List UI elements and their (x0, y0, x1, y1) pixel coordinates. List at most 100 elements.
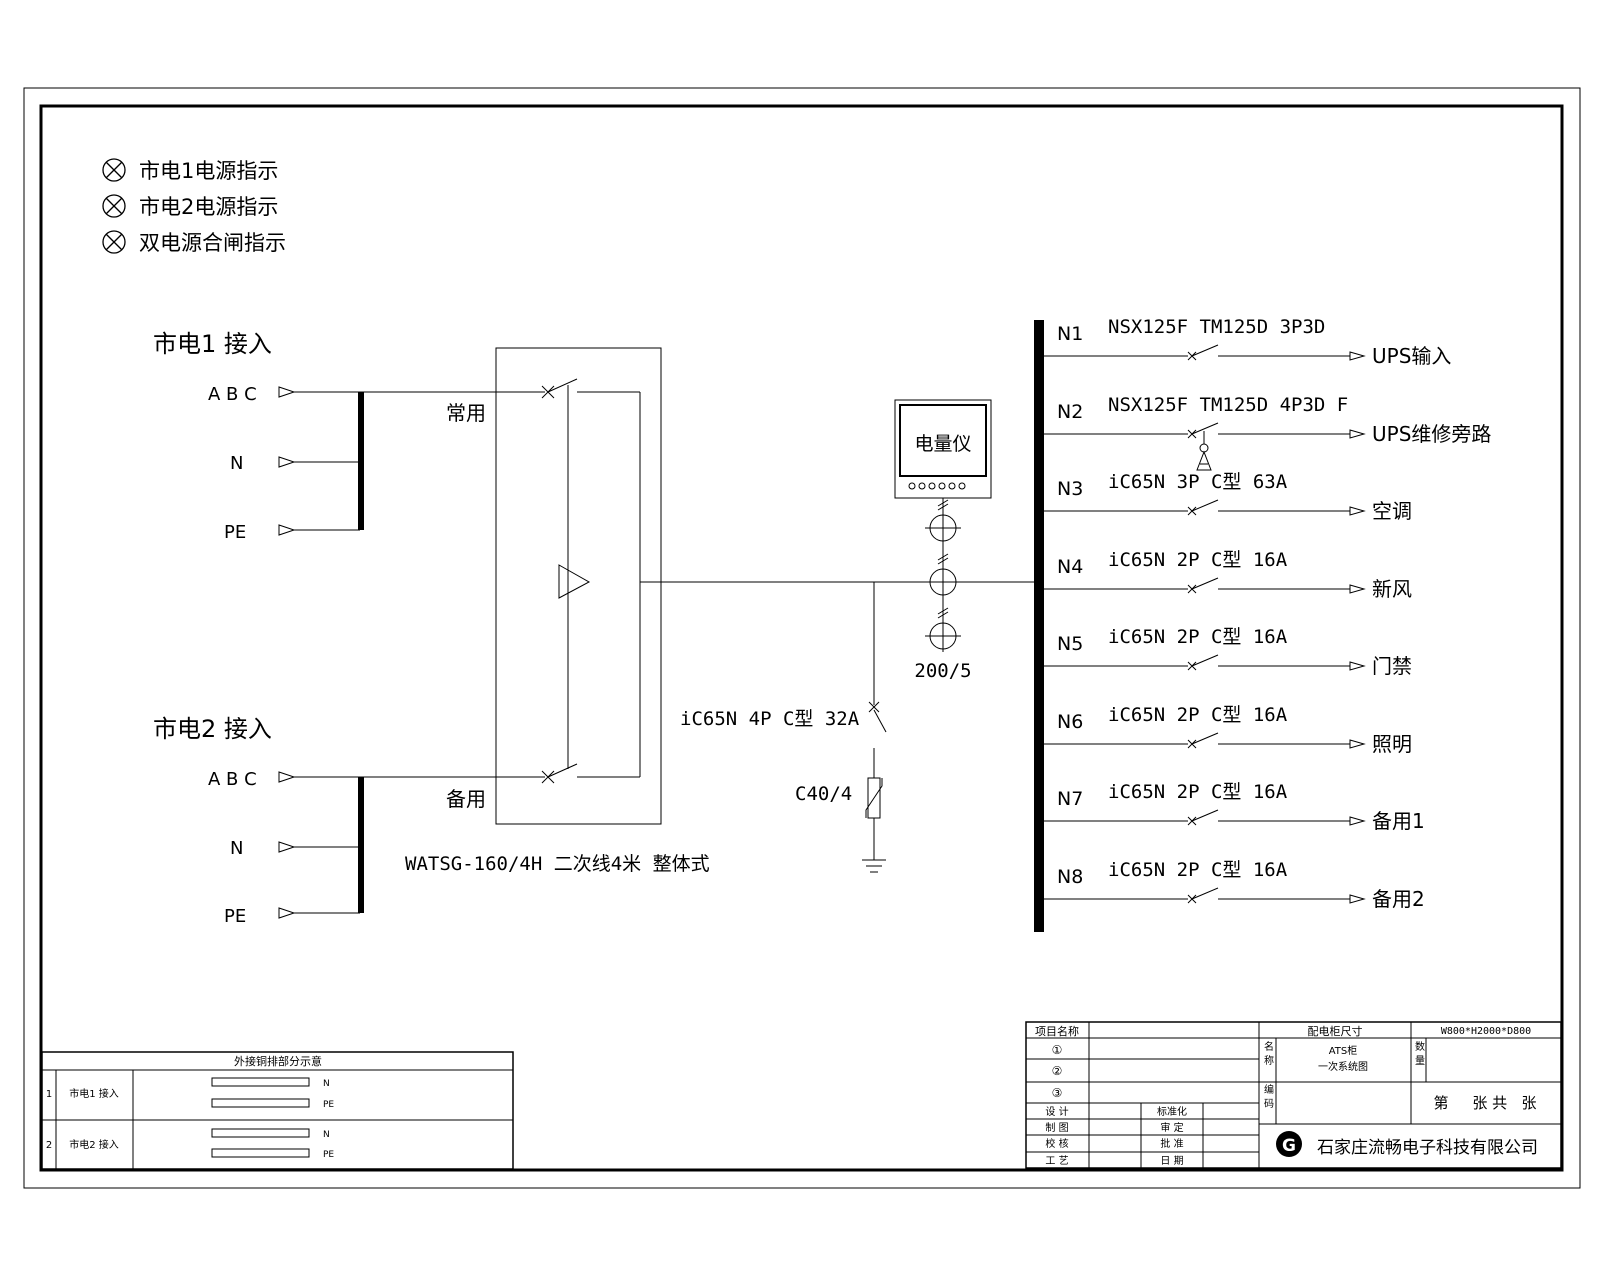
feeder-load-label: 备用1 (1372, 809, 1425, 833)
ats-model: WATSG-160/4H 二次线4米 整体式 (405, 853, 710, 875)
output-arrow-icon (1349, 894, 1366, 904)
output-arrow-icon (1349, 506, 1366, 516)
date-label: 日 期 (1160, 1155, 1183, 1167)
breaker-icon (1187, 732, 1219, 749)
feeder-breaker-label: NSX125F TM125D 3P3D (1108, 316, 1325, 338)
ct-icon (925, 514, 961, 542)
feeder-id: N7 (1057, 788, 1083, 810)
name-value-1: ATS柜 (1329, 1044, 1358, 1057)
process-label: 工 艺 (1045, 1155, 1068, 1167)
wire-hash-icon (937, 499, 949, 619)
output-arrow-icon (1349, 351, 1366, 361)
source-1: 市电1 接入 A B C N PE (153, 330, 545, 543)
ct-icon (925, 622, 961, 650)
dim-value: W800*H2000*D800 (1441, 1026, 1531, 1037)
terminal-arrow-icon (278, 456, 296, 468)
outer-frame (23, 87, 1581, 1189)
breaker-icon (1187, 499, 1219, 516)
spd-breaker-label: iC65N 4P C型 32A (680, 708, 860, 730)
indicator-label-1: 市电1电源指示 (139, 159, 278, 183)
power-meter: 电量仪 200/5 (894, 399, 992, 682)
review-label: 审 定 (1160, 1121, 1183, 1134)
output-arrow-icon (1349, 816, 1366, 826)
feeder-id: N5 (1057, 633, 1083, 655)
meter-buttons-icon (908, 482, 966, 490)
terminal-arrow-icon (278, 524, 296, 536)
breaker-icon (1187, 422, 1219, 439)
terminal-arrow-icon (278, 907, 296, 919)
copper-bar-icon (211, 1098, 310, 1108)
standard-label: 标准化 (1157, 1105, 1187, 1118)
approve-label: 批 准 (1160, 1137, 1183, 1150)
output-arrow-icon (1349, 661, 1366, 671)
feeder-id: N4 (1057, 556, 1083, 578)
ct-ratio: 200/5 (914, 660, 971, 682)
project-name-label: 项目名称 (1035, 1024, 1079, 1038)
feeder-breaker-label: iC65N 2P C型 16A (1108, 704, 1288, 726)
indicator-legend: 市电1电源指示 市电2电源指示 双电源合闸指示 (102, 158, 286, 255)
inner-frame (39, 104, 1564, 1172)
breaker-icon (1187, 344, 1219, 361)
source-2-title: 市电2 接入 (153, 715, 272, 743)
source-2-busbar (358, 777, 364, 913)
terminal-arrow-icon (278, 386, 296, 398)
feeder-breaker-label: iC65N 2P C型 16A (1108, 781, 1288, 803)
copper-bar-label: PE (323, 1100, 334, 1110)
svg-text:G: G (1282, 1136, 1296, 1156)
copper-bar-label: N (323, 1079, 330, 1089)
company-logo-icon: G (1276, 1131, 1302, 1157)
feeder-n7: N7 iC65N 2P C型 16A 备用1 (1044, 781, 1425, 833)
copper-bar-table: 外接铜排部分示意 1 市电1 接入 N PE 2 市电2 接入 N PE (41, 1051, 514, 1170)
source-1-pe: PE (224, 522, 246, 543)
ats-backup-label: 备用 (446, 787, 486, 811)
breaker-icon (1187, 654, 1219, 671)
dim-label: 配电柜尺寸 (1308, 1024, 1363, 1038)
company-name: 石家庄流畅电子科技有限公司 (1317, 1138, 1538, 1158)
terminal-arrow-icon (278, 841, 296, 853)
indicator-lamp-icon (102, 194, 126, 218)
feeder-breaker-label: iC65N 2P C型 16A (1108, 549, 1288, 571)
source-2-n: N (230, 838, 243, 859)
meter-label: 电量仪 (914, 433, 971, 455)
copper-row-no: 1 (46, 1089, 52, 1100)
feeder-breaker-label: NSX125F TM125D 4P3D F (1108, 394, 1348, 416)
ats-enclosure (495, 347, 662, 825)
feeder-breaker-label: iC65N 2P C型 16A (1108, 626, 1288, 648)
meter-display (899, 404, 987, 477)
copper-row-name: 市电1 接入 (69, 1087, 119, 1100)
feeder-id: N3 (1057, 478, 1083, 500)
output-arrow-icon (1349, 429, 1366, 439)
copper-bar-label: PE (323, 1150, 334, 1160)
copper-row-name: 市电2 接入 (69, 1138, 119, 1151)
rev-1: ① (1052, 1043, 1063, 1057)
copper-table-title: 外接铜排部分示意 (234, 1054, 322, 1068)
breaker-icon (1187, 809, 1219, 826)
source-2: 市电2 接入 A B C N PE (153, 715, 545, 927)
ats-switch: 常用 备用 WATSG-160/4H 二次线4米 整体式 (405, 347, 710, 875)
feeder-id: N1 (1057, 323, 1083, 345)
feeder-n3: N3 iC65N 3P C型 63A 空调 (1044, 471, 1412, 523)
ground-icon (862, 859, 886, 873)
sheet-count: 第 张 共 张 (1434, 1094, 1537, 1112)
title-block: 项目名称 配电柜尺寸 W800*H2000*D800 ① ② ③ 设 计 制 图… (1025, 1021, 1562, 1169)
output-arrow-icon (1349, 584, 1366, 594)
indicator-label-2: 市电2电源指示 (139, 195, 278, 219)
code-label: 编码 (1262, 1083, 1274, 1112)
source-2-abc: A B C (208, 769, 257, 790)
feeder-load-label: UPS维修旁路 (1372, 422, 1491, 446)
ats-normal-label: 常用 (446, 401, 486, 425)
feeder-breaker-label: iC65N 2P C型 16A (1108, 859, 1288, 881)
feeder-load-label: 备用2 (1372, 887, 1425, 911)
indicator-label-3: 双电源合闸指示 (139, 231, 286, 255)
feeder-load-label: 照明 (1372, 732, 1412, 756)
feeder-load-label: 空调 (1372, 499, 1412, 523)
breaker-icon (1187, 577, 1219, 594)
design-label: 设 计 (1045, 1105, 1068, 1118)
feeder-breaker-label: iC65N 3P C型 63A (1108, 471, 1288, 493)
feeder-id: N6 (1057, 711, 1083, 733)
indicator-lamp-icon (102, 158, 126, 182)
